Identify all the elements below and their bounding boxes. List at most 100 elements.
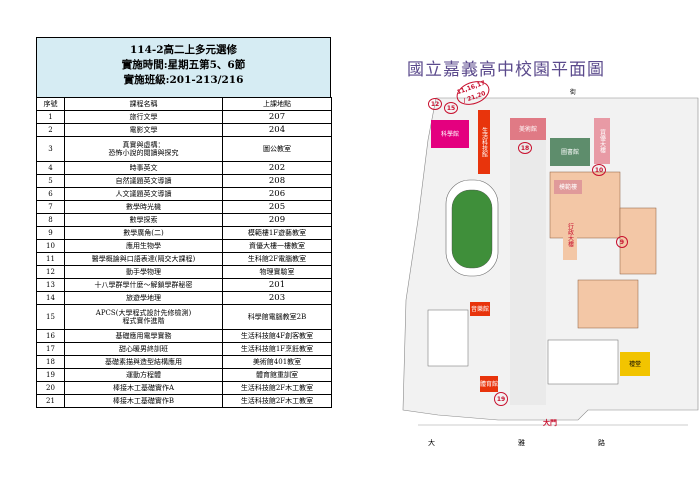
course-subtitle: 恐怖小說的閱讀與探究 [108, 149, 179, 157]
row-number: 7 [36, 200, 65, 214]
row-location: 209 [222, 213, 332, 227]
row-course: 數學探索 [64, 213, 223, 227]
course-name: 人文議題英文導讀 [115, 190, 172, 198]
field [451, 189, 493, 269]
course-name: 動手學物理 [126, 268, 161, 276]
row-course: 醫學概論與口語表達(隔交大課程) [64, 252, 223, 266]
course-name: 基礎應用電學實務 [115, 332, 172, 340]
south-east-block [547, 339, 619, 385]
campus-map: 科學館 生活科技館 美術館 圖書館 資優大樓 模範樓 行政大樓 體育館 音樂館 … [398, 76, 700, 495]
row-location: 202 [222, 161, 332, 175]
science-building: 科學館 [431, 120, 469, 148]
street-bottom-mid: 雅 [518, 439, 525, 447]
table-row: 2 電影文學 204 [36, 123, 332, 137]
row-course: 真實與虛構：恐怖小說的閱讀與探究 [64, 136, 223, 162]
row-location: 物理實驗室 [222, 265, 332, 279]
row-course: 基礎應用電學實務 [64, 329, 223, 343]
table-row: 15 APCS(大學程式設計先修檢測)程式實作進階 科學館電腦教室2B [36, 304, 332, 330]
row-number: 15 [36, 304, 65, 330]
street-bottom-left: 大 [428, 439, 435, 447]
row-course: 棒接木工基礎實作A [64, 381, 223, 395]
row-course: 旅遊學地理 [64, 291, 223, 305]
course-name: 醫學概論與口語表達(隔交大課程) [91, 255, 196, 263]
course-name: 時事英文 [129, 164, 158, 172]
col-header-no: 序號 [36, 97, 65, 111]
row-location: 生活科技館2F木工教室 [222, 381, 332, 395]
gym-building: 體育館 [480, 376, 498, 392]
row-location: 圖公教室 [222, 136, 332, 162]
course-subtitle: 程式實作進階 [122, 317, 165, 325]
row-number: 12 [36, 265, 65, 279]
row-number: 17 [36, 342, 65, 356]
gifted-building: 資優大樓 [594, 118, 610, 164]
music-building: 音樂館 [470, 302, 490, 316]
row-course: 十八學群學什麼～解鎖學群秘密 [64, 278, 223, 292]
row-number: 21 [36, 394, 65, 408]
row-number: 4 [36, 161, 65, 175]
course-name: 數學時光機 [126, 203, 161, 211]
tech-building: 生活科技館 [478, 110, 490, 174]
library-building: 圖書館 [550, 138, 590, 166]
row-location: 205 [222, 200, 332, 214]
course-name: 甜心暖男終訓班 [119, 345, 168, 353]
row-location: 資優大樓一樓教室 [222, 239, 332, 253]
row-course: 電影文學 [64, 123, 223, 137]
row-course: 時事英文 [64, 161, 223, 175]
row-number: 18 [36, 355, 65, 369]
row-course: 棒接木工基礎實作B [64, 394, 223, 408]
marker-18: 18 [518, 142, 532, 154]
row-number: 1 [36, 110, 65, 124]
table-row: 4 時事英文 202 [36, 161, 332, 175]
marker-19: 19 [494, 392, 508, 406]
table-row: 18 基礎素描與造型結構應用 美術館401教室 [36, 355, 332, 369]
row-location: 生活科技館4F創客教室 [222, 329, 332, 343]
course-name: 基礎素描與造型結構應用 [105, 358, 182, 366]
course-name: 自然議題英文導讀 [115, 177, 172, 185]
row-location: 模範樓1F遊藝教室 [222, 226, 332, 240]
row-number: 19 [36, 368, 65, 382]
row-location: 204 [222, 123, 332, 137]
row-location: 206 [222, 187, 332, 201]
row-course: 基礎素描與造型結構應用 [64, 355, 223, 369]
row-location: 美術館401教室 [222, 355, 332, 369]
central-road [510, 125, 546, 405]
row-course: 數學時光機 [64, 200, 223, 214]
row-course: 動手學物理 [64, 265, 223, 279]
header-classes: 實施班級:201-213/216 [123, 74, 244, 86]
row-number: 2 [36, 123, 65, 137]
south-block [577, 279, 639, 329]
header-time: 實施時間:星期五第5、6節 [121, 59, 246, 71]
col-header-location: 上課地點 [222, 97, 332, 111]
course-name: 運動方程體 [126, 371, 161, 379]
campus-outline [402, 97, 699, 421]
course-name: APCS(大學程式設計先修檢測) [95, 309, 192, 317]
course-name: 電影文學 [129, 126, 158, 134]
marker-9: 9 [616, 236, 628, 248]
main-gate-label: 大門 [543, 419, 557, 427]
row-number: 11 [36, 252, 65, 266]
row-number: 16 [36, 329, 65, 343]
street-bottom-right: 路 [598, 439, 605, 447]
map-title: 國立嘉義高中校園平面圖 [407, 60, 605, 80]
row-location: 科學館電腦教室2B [222, 304, 332, 330]
campus-map-svg [402, 97, 699, 426]
col-header-course: 課程名稱 [64, 97, 223, 111]
course-name: 真實與虛構： [122, 141, 165, 149]
row-number: 20 [36, 381, 65, 395]
row-number: 13 [36, 278, 65, 292]
course-name: 數學廣角(二) [123, 229, 164, 237]
row-course: 甜心暖男終訓班 [64, 342, 223, 356]
row-number: 3 [36, 136, 65, 162]
row-location: 208 [222, 174, 332, 188]
